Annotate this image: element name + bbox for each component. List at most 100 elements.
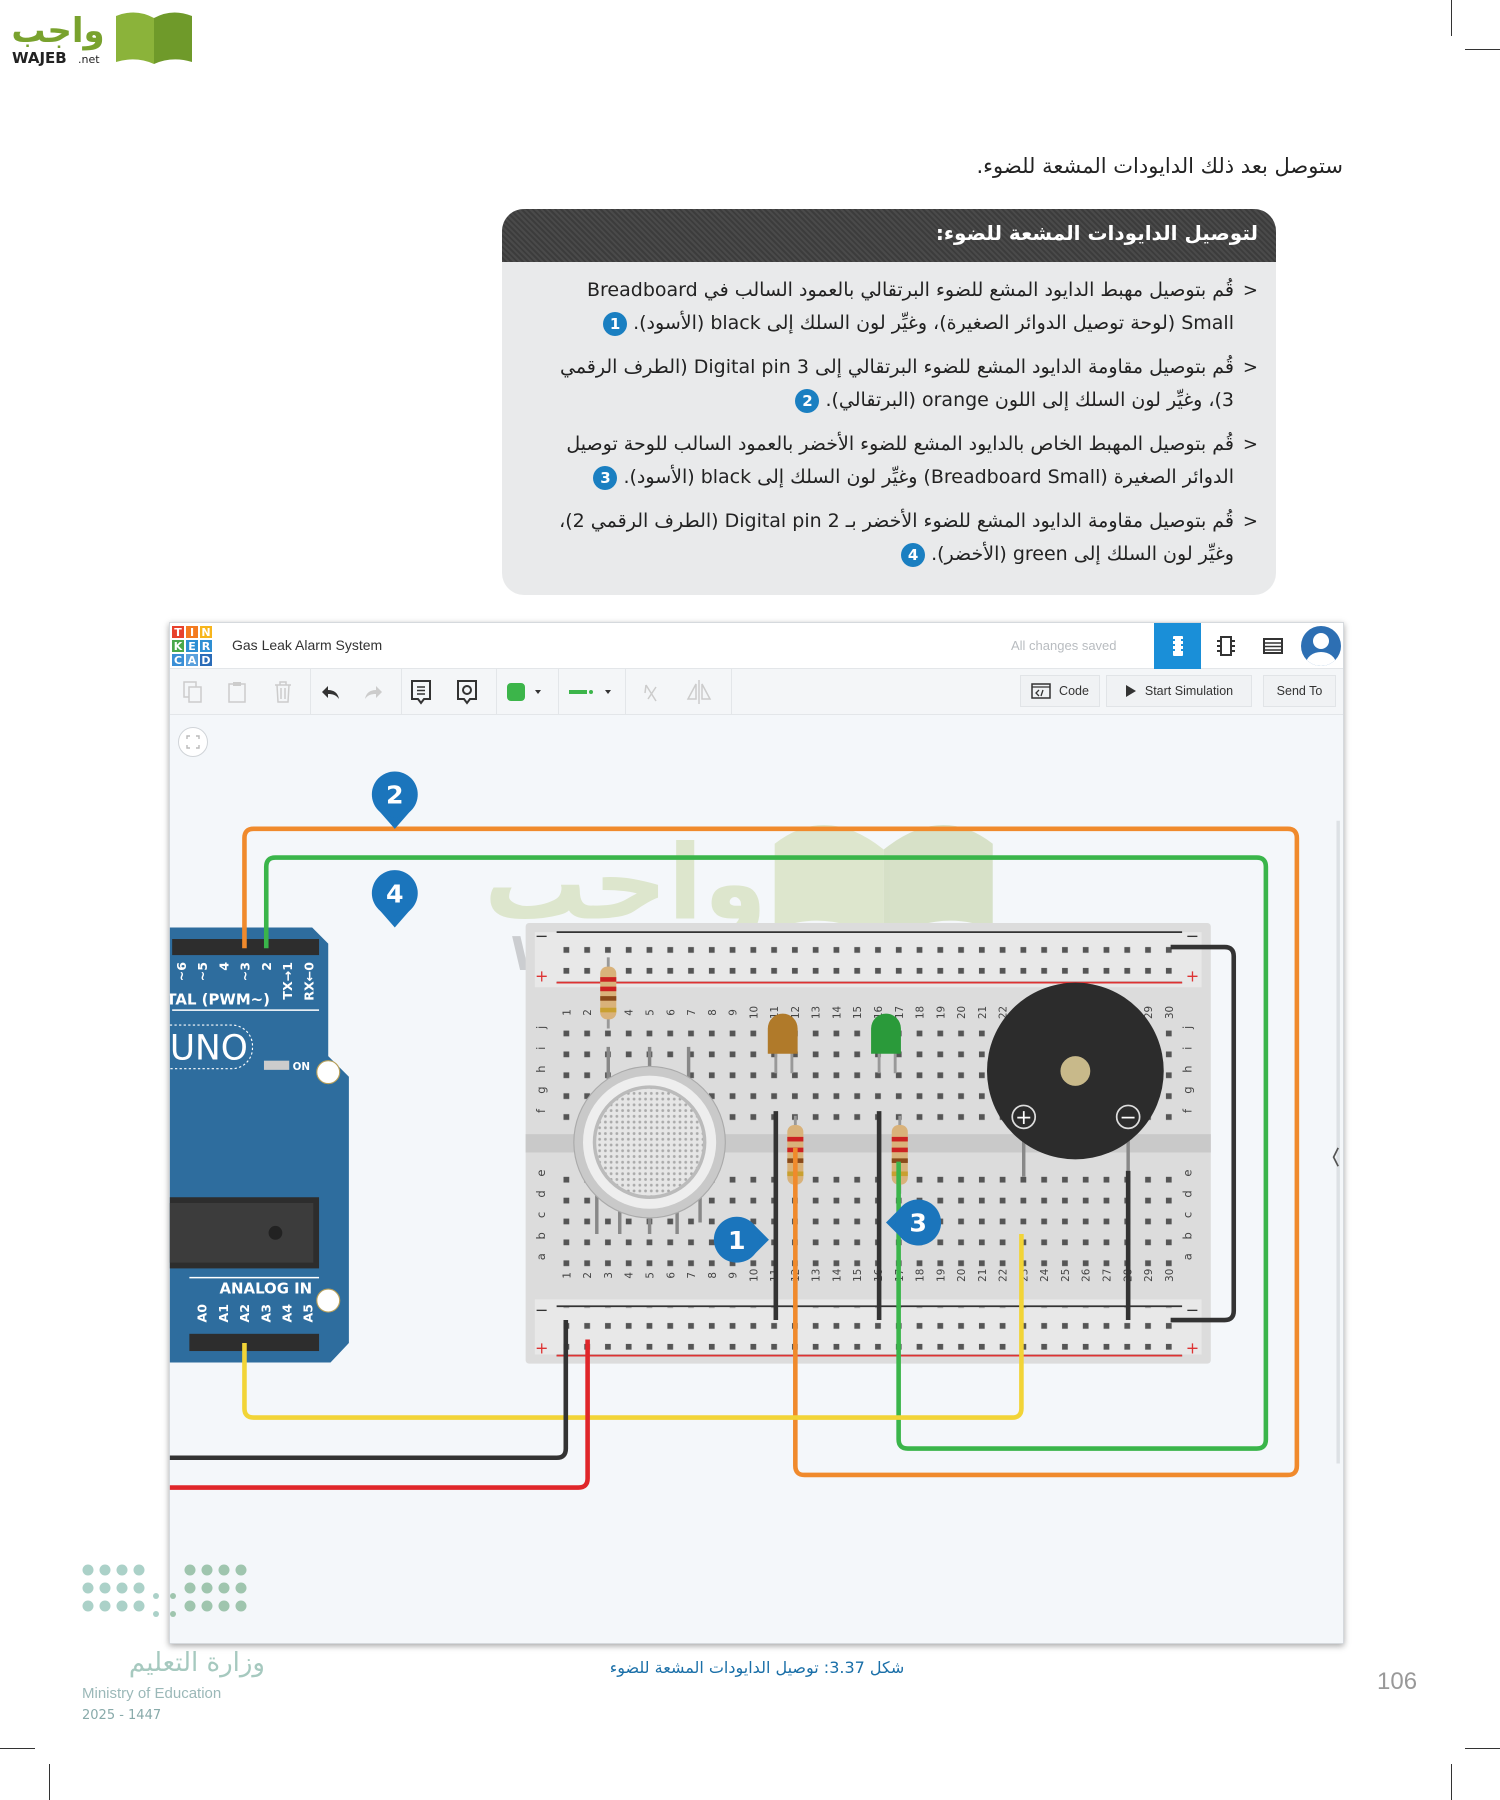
divider xyxy=(731,669,732,715)
emblem-dot xyxy=(99,1582,111,1594)
ministry-name-en: Ministry of Education xyxy=(82,1685,222,1702)
step-3: < قُم بتوصيل المهبط الخاص بالدايود المشع … xyxy=(532,428,1258,494)
redo-button[interactable] xyxy=(359,677,389,707)
emblem-dot xyxy=(170,1593,176,1599)
crop-mark xyxy=(1451,0,1452,36)
mirror-button[interactable] xyxy=(684,677,714,707)
emblem-dot xyxy=(99,1564,111,1576)
rotate-button[interactable] xyxy=(637,677,667,707)
fit-view-button[interactable] xyxy=(178,727,208,757)
emblem-dot xyxy=(133,1582,145,1594)
fit-view-icon xyxy=(186,735,200,749)
user-avatar[interactable] xyxy=(1301,626,1341,666)
intro-text: ستوصل بعد ذلك الدايودات المشعة للضوء. xyxy=(976,154,1343,178)
emblem-dot xyxy=(184,1600,196,1612)
figure-caption: شكل 3.37: توصيل الدايودات المشعة للضوء xyxy=(609,1658,905,1677)
redo-icon xyxy=(365,686,382,699)
emblem-dot xyxy=(82,1600,94,1612)
logo-letter: I xyxy=(185,625,199,639)
divider xyxy=(625,669,626,715)
logo-letter: A xyxy=(185,653,199,667)
step-number-badge: 1 xyxy=(603,311,628,336)
emblem-dot xyxy=(153,1593,159,1599)
code-label: Code xyxy=(1059,684,1089,698)
component-list-button[interactable] xyxy=(1249,623,1296,669)
divider xyxy=(496,669,497,715)
divider xyxy=(558,669,559,715)
list-icon xyxy=(1262,638,1283,654)
circuit-view-button[interactable] xyxy=(1154,623,1201,669)
page-number: 106 xyxy=(1377,1668,1418,1695)
step-number-badge: 4 xyxy=(901,542,926,567)
emblem-dot xyxy=(153,1611,159,1617)
logo-letter: N xyxy=(199,625,213,639)
paste-icon xyxy=(228,682,246,703)
code-button[interactable]: Code xyxy=(1020,675,1100,707)
mirror-icon xyxy=(686,680,712,704)
emblem-dot xyxy=(235,1582,247,1594)
step-2: < قُم بتوصيل مقاومة الدايود المشع للضوء ا… xyxy=(532,351,1258,417)
step-1: <قُم بتوصيل مهبط الدايود المشع للضوء الب… xyxy=(532,274,1258,340)
save-status: All changes saved xyxy=(1011,638,1117,653)
bullet-marker: < xyxy=(1242,434,1258,455)
project-title[interactable]: Gas Leak Alarm System xyxy=(232,637,383,653)
send-to-label: Send To xyxy=(1276,684,1323,698)
svg-text:WAJEB: WAJEB xyxy=(12,49,67,67)
logo-letter: D xyxy=(199,653,213,667)
toggle-notes-button[interactable] xyxy=(452,677,482,707)
start-simulation-label: Start Simulation xyxy=(1144,684,1234,698)
emblem-dot xyxy=(235,1600,247,1612)
delete-button[interactable] xyxy=(268,677,298,707)
add-note-button[interactable] xyxy=(406,677,436,707)
divider xyxy=(401,669,402,715)
rotate-icon xyxy=(644,684,657,702)
logo-letter: K xyxy=(171,639,185,653)
emblem-dot xyxy=(99,1600,111,1612)
emblem-dot xyxy=(218,1564,230,1576)
ministry-logo: وزارة التعليم Ministry of Education 2025… xyxy=(80,1560,270,1725)
circuit-view-icon xyxy=(1172,636,1183,656)
svg-text:واجب: واجب xyxy=(11,11,104,51)
notes-visibility-icon xyxy=(457,680,477,705)
step-text: قُم بتوصيل المهبط الخاص بالدايود المشع ل… xyxy=(566,433,1234,488)
copy-button[interactable] xyxy=(178,677,208,707)
paste-button[interactable] xyxy=(222,677,252,707)
note-icon xyxy=(411,680,431,705)
emblem-dot xyxy=(116,1564,128,1576)
color-picker[interactable] xyxy=(501,677,551,707)
bullet-marker: < xyxy=(1242,280,1258,301)
svg-text:.net: .net xyxy=(78,53,100,66)
toolbar: Code Start Simulation Send To xyxy=(170,669,1343,715)
trash-icon xyxy=(275,681,291,703)
step-text: قُم بتوصيل مقاومة الدايود المشع للضوء ال… xyxy=(559,356,1234,411)
bullet-marker: < xyxy=(1242,511,1258,532)
start-simulation-button[interactable]: Start Simulation xyxy=(1106,675,1252,707)
step-number-badge: 2 xyxy=(795,388,820,413)
emblem-dot xyxy=(133,1564,145,1576)
emblem-dot xyxy=(116,1600,128,1612)
divider xyxy=(310,669,311,715)
wire-type-icon xyxy=(569,690,611,694)
logo-letter: R xyxy=(199,639,213,653)
undo-button[interactable] xyxy=(315,677,345,707)
wire-type-picker[interactable] xyxy=(562,677,620,707)
user-icon xyxy=(1306,633,1336,666)
emblem-dot xyxy=(170,1611,176,1617)
instructions-title: لتوصيل الدايودات المشعة للضوء: xyxy=(502,209,1276,262)
send-to-button[interactable]: Send To xyxy=(1263,675,1336,707)
code-icon xyxy=(1031,683,1051,699)
emblem-dot xyxy=(184,1582,196,1594)
crop-mark xyxy=(0,1748,35,1749)
schematic-view-icon xyxy=(1216,636,1235,656)
emblem-dot xyxy=(82,1564,94,1576)
undo-icon xyxy=(322,686,339,699)
step-number-badge: 3 xyxy=(593,465,618,490)
bullet-marker: < xyxy=(1242,357,1258,378)
emblem-dot xyxy=(218,1600,230,1612)
schematic-view-button[interactable] xyxy=(1202,623,1249,669)
emblem-dot xyxy=(116,1582,128,1594)
logo-letter: C xyxy=(171,653,185,667)
